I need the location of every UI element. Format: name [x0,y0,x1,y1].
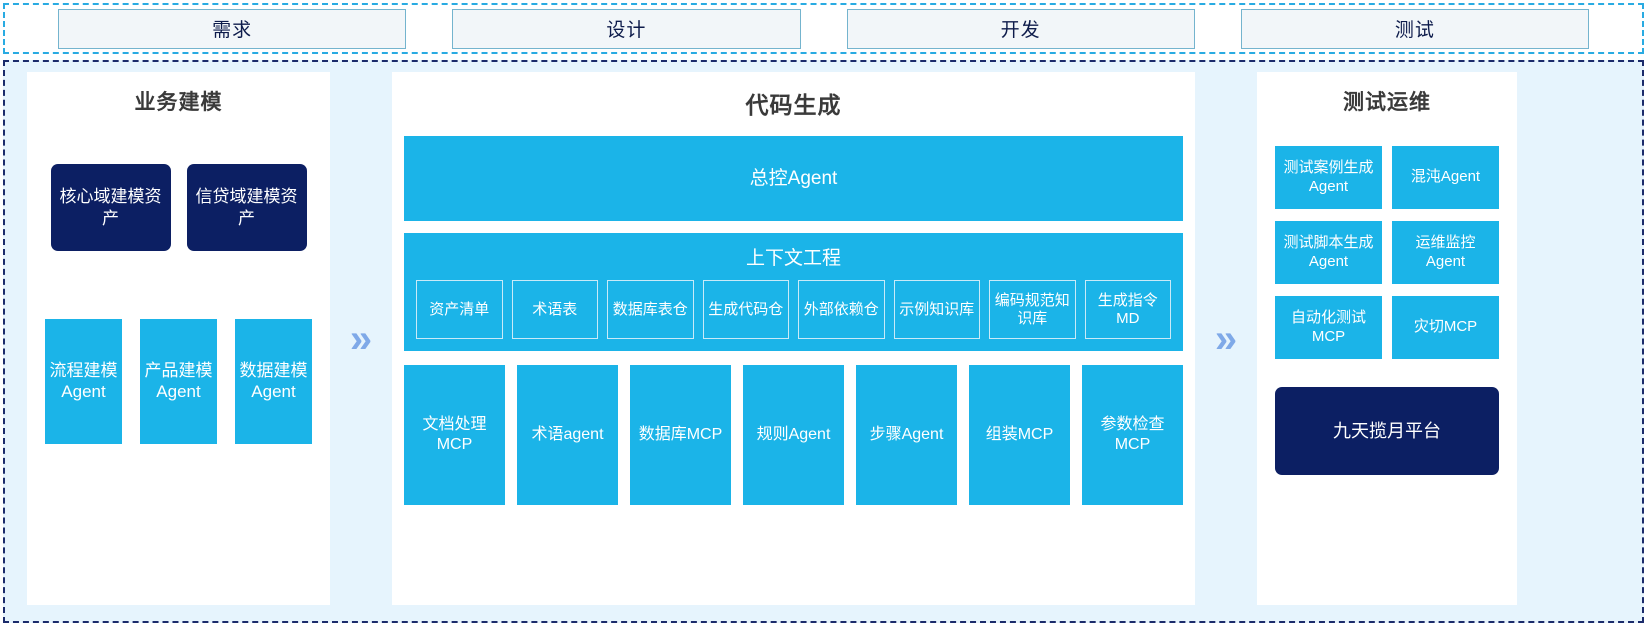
panel-test-operations: 测试运维 测试案例生成Agent 混沌Agent 测试脚本生成Agent 运维监… [1257,72,1517,605]
context-item-generated-code-repo[interactable]: 生成代码仓 [702,280,789,339]
tool-label: 规则Agent [756,426,831,444]
context-item-label: 外部依赖仓 [803,300,879,318]
phase-item-requirements[interactable]: 需求 [58,8,407,49]
phase-strip: 需求 设计 开发 测试 [3,3,1644,54]
tool-label: 组装MCP [985,426,1054,444]
context-item-row: 资产清单 术语表 数据库表仓 生成代码仓 外部依赖仓 [404,280,1183,339]
item-label: 测试案例生成Agent [1283,159,1374,195]
platform-label: 九天揽月平台 [1333,420,1441,441]
asset-label: 核心域建模资产 [59,187,162,228]
agent-product-modeling[interactable]: 产品建模Agent [140,319,217,444]
panel-business-modeling: 业务建模 核心域建模资产 信贷域建模资产 流程建模Agent 产品建模Agent… [27,72,330,605]
panel-title-code-generation: 代码生成 [745,92,842,118]
chaos-agent[interactable]: 混沌Agent [1392,146,1499,209]
panel-title-test-operations: 测试运维 [1343,91,1431,114]
phase-item-testing[interactable]: 测试 [1240,8,1589,49]
context-item-external-dependency-repo[interactable]: 外部依赖仓 [798,280,885,339]
panel-title-business-modeling: 业务建模 [134,91,223,114]
asset-label: 信贷域建模资产 [195,187,298,228]
agent-label: 产品建模Agent [144,360,213,401]
phase-item-design[interactable]: 设计 [452,8,801,49]
context-item-label: 数据库表仓 [612,300,688,318]
item-label: 测试脚本生成Agent [1283,234,1374,270]
tool-assembly-mcp[interactable]: 组装MCP [969,365,1070,505]
agent-label: 数据建模Agent [239,360,308,401]
asset-credit-domain[interactable]: 信贷域建模资产 [186,164,307,251]
tool-parameter-check-mcp[interactable]: 参数检查MCP [1082,365,1183,505]
phase-label: 开发 [1000,20,1041,41]
context-item-label: 术语表 [532,300,578,318]
tool-document-processing-mcp[interactable]: 文档处理MCP [404,365,505,505]
context-item-label: 示例知识库 [899,300,975,318]
phase-item-development[interactable]: 开发 [846,8,1195,49]
tool-glossary-agent[interactable]: 术语agent [517,365,618,505]
context-engineering-title: 上下文工程 [745,248,841,269]
main-canvas: 业务建模 核心域建模资产 信贷域建模资产 流程建模Agent 产品建模Agent… [3,60,1644,623]
context-item-generation-instruction-md[interactable]: 生成指令MD [1084,280,1171,339]
item-label: 自动化测试MCP [1290,309,1366,345]
automated-test-mcp[interactable]: 自动化测试MCP [1275,296,1382,359]
context-item-label: 生成指令MD [1097,291,1158,327]
item-label: 灾切MCP [1413,318,1478,336]
phase-label: 设计 [606,20,647,41]
phase-label: 测试 [1394,20,1435,41]
context-item-example-knowledge-base[interactable]: 示例知识库 [893,280,980,339]
tool-database-mcp[interactable]: 数据库MCP [630,365,731,505]
chevron-glyph: » [349,316,373,361]
tool-label: 参数检查MCP [1100,416,1165,453]
tool-label: 步骤Agent [869,426,944,444]
master-agent-label: 总控Agent [749,167,838,189]
business-agent-group: 流程建模Agent 产品建模Agent 数据建模Agent [45,319,312,444]
operations-monitoring-agent[interactable]: 运维监控Agent [1392,221,1499,284]
context-item-label: 资产清单 [429,300,490,318]
test-ops-grid: 测试案例生成Agent 混沌Agent 测试脚本生成Agent 运维监控Agen… [1275,146,1499,359]
test-script-generation-agent[interactable]: 测试脚本生成Agent [1275,221,1382,284]
agent-label: 流程建模Agent [49,360,118,401]
master-agent-bar[interactable]: 总控Agent [404,136,1183,221]
context-item-asset-inventory[interactable]: 资产清单 [416,280,503,339]
test-case-generation-agent[interactable]: 测试案例生成Agent [1275,146,1382,209]
agent-process-modeling[interactable]: 流程建模Agent [45,319,122,444]
tool-rule-agent[interactable]: 规则Agent [743,365,844,505]
tool-label: 数据库MCP [638,426,723,444]
item-label: 运维监控Agent [1415,234,1476,270]
asset-core-domain[interactable]: 核心域建模资产 [50,164,171,251]
context-item-label: 生成代码仓 [708,300,784,318]
tool-row: 文档处理MCP 术语agent 数据库MCP 规则Agent 步骤Agent [404,365,1183,505]
disaster-switch-mcp[interactable]: 灾切MCP [1392,296,1499,359]
chevron-glyph: » [1214,316,1238,361]
tool-label: 术语agent [531,426,604,444]
code-generation-body: 总控Agent 上下文工程 资产清单 术语表 数据库表仓 [404,136,1183,505]
agent-data-modeling[interactable]: 数据建模Agent [235,319,312,444]
tool-step-agent[interactable]: 步骤Agent [856,365,957,505]
context-item-label: 编码规范知识库 [994,291,1070,327]
business-asset-group: 核心域建模资产 信贷域建模资产 [50,164,307,251]
phase-label: 需求 [212,20,253,41]
context-item-db-table-repo[interactable]: 数据库表仓 [607,280,694,339]
panel-code-generation: 代码生成 总控Agent 上下文工程 资产清单 术语表 [392,72,1195,605]
item-label: 混沌Agent [1410,168,1481,186]
context-engineering-block: 上下文工程 资产清单 术语表 数据库表仓 生成代码仓 [404,233,1183,351]
tool-label: 文档处理MCP [422,416,487,453]
double-chevron-right-icon: » [1195,72,1257,605]
platform-card-jiutian-lanyue[interactable]: 九天揽月平台 [1275,387,1499,475]
double-chevron-right-icon: » [330,72,392,605]
context-item-coding-standard-knowledge-base[interactable]: 编码规范知识库 [989,280,1076,339]
context-item-glossary[interactable]: 术语表 [511,280,598,339]
